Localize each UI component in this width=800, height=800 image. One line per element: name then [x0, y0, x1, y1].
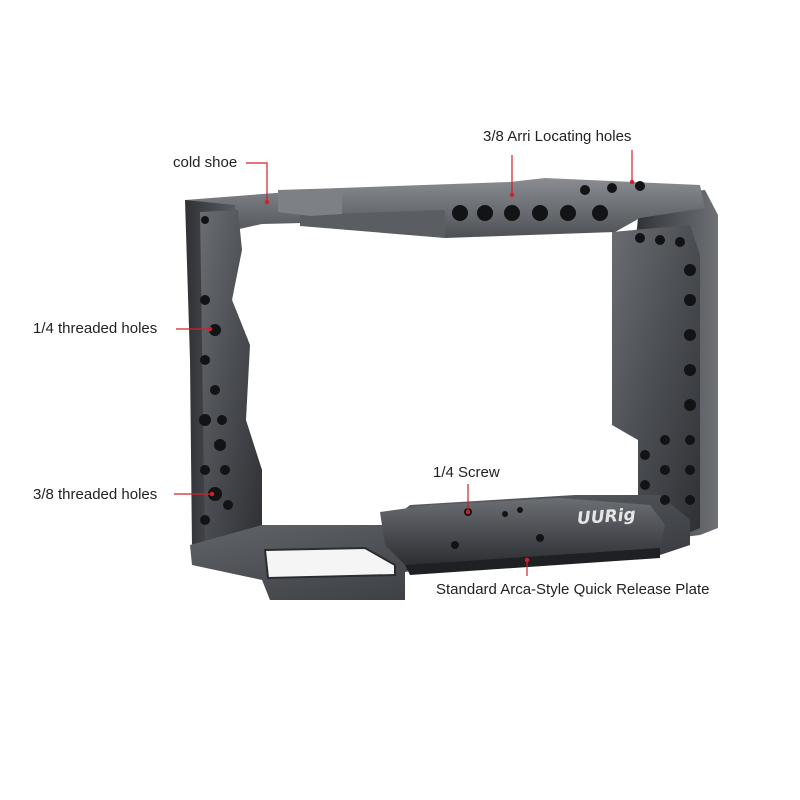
left-side-rail-face: [200, 210, 262, 545]
right-side-rail-face: [612, 225, 700, 540]
mounting-hole: [209, 324, 221, 336]
mounting-hole: [684, 294, 696, 306]
mounting-hole: [655, 235, 665, 245]
brand-logo: UURig: [576, 504, 637, 530]
mounting-hole: [452, 205, 468, 221]
mounting-hole: [684, 264, 696, 276]
mounting-hole: [532, 205, 548, 221]
mounting-hole: [684, 364, 696, 376]
mounting-hole: [200, 355, 210, 365]
mounting-hole: [640, 450, 650, 460]
mounting-hole: [517, 507, 523, 513]
mounting-hole: [477, 205, 493, 221]
mounting-hole: [685, 435, 695, 445]
arca-plate: [380, 498, 665, 565]
cold-shoe-block: [278, 188, 342, 216]
leader-dot-three-eighths-threaded: [209, 491, 215, 497]
leader-dot-quarter-screw: [465, 509, 471, 515]
label-quarter-threaded: 1/4 threaded holes: [33, 320, 158, 337]
mounting-hole: [536, 534, 544, 542]
leader-cold-shoe: [246, 162, 268, 202]
mounting-hole: [201, 216, 209, 224]
mounting-hole: [200, 515, 210, 525]
mounting-hole: [200, 295, 210, 305]
leader-dot-arca-plate: [524, 557, 530, 563]
leader-dot-arri-right: [629, 179, 635, 185]
mounting-hole: [635, 181, 645, 191]
mounting-hole: [220, 465, 230, 475]
label-arca-plate: Standard Arca-Style Quick Release Plate: [436, 581, 710, 598]
mounting-hole: [607, 183, 617, 193]
mounting-holes: [199, 181, 696, 549]
mounting-hole: [199, 414, 211, 426]
mounting-hole: [592, 205, 608, 221]
label-three-eighths-threaded: 3/8 threaded holes: [33, 486, 158, 503]
mounting-hole: [223, 500, 233, 510]
mounting-hole: [502, 511, 508, 517]
mounting-hole: [684, 329, 696, 341]
mounting-hole: [451, 541, 459, 549]
bottom-opening: [263, 546, 396, 580]
mounting-hole: [560, 205, 576, 221]
mounting-hole: [685, 495, 695, 505]
mounting-hole: [214, 439, 226, 451]
mounting-hole: [580, 185, 590, 195]
leader-dot-arri-left: [509, 192, 515, 198]
mounting-hole: [684, 399, 696, 411]
leader-dot-quarter-threaded: [207, 326, 213, 332]
mounting-hole: [640, 480, 650, 490]
leader-dot-cold-shoe: [264, 199, 270, 205]
mounting-hole: [685, 465, 695, 475]
arca-plate-edge: [405, 548, 660, 575]
mounting-hole: [635, 233, 645, 243]
mounting-hole: [208, 487, 222, 501]
label-arri-holes: 3/8 Arri Locating holes: [483, 128, 632, 145]
label-quarter-screw: 1/4 Screw: [433, 464, 500, 481]
mounting-hole: [200, 465, 210, 475]
label-cold-shoe: cold shoe: [173, 154, 238, 171]
mounting-hole: [660, 435, 670, 445]
mounting-hole: [660, 495, 670, 505]
mounting-hole: [660, 465, 670, 475]
mounting-hole: [675, 237, 685, 247]
mounting-hole: [504, 205, 520, 221]
mounting-hole: [210, 385, 220, 395]
top-rail-front: [300, 210, 445, 238]
mounting-hole: [217, 415, 227, 425]
